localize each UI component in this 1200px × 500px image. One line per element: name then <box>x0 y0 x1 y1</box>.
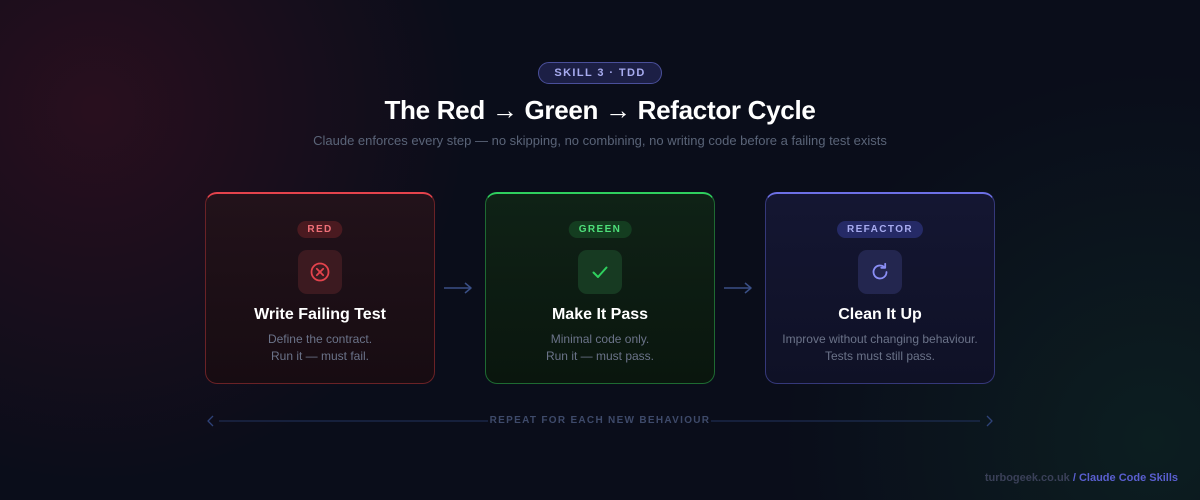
card-refactor-description: Improve without changing behaviour. Test… <box>766 331 994 365</box>
page-title: The Red → Green → Refactor Cycle <box>384 95 816 125</box>
card-refactor-desc-line: Tests must still pass. <box>824 349 936 363</box>
footer-credit: turbogeek.co.uk / Claude Code Skills <box>985 472 1178 484</box>
card-refactor: REFACTOR Clean It Up Improve without cha… <box>765 192 995 384</box>
card-green-description: Minimal code only. Run it — must pass. <box>486 331 714 365</box>
card-red-title: Write Failing Test <box>254 306 386 323</box>
card-green-tag: GREEN <box>568 221 632 238</box>
footer-section-link[interactable]: Claude Code Skills <box>1078 472 1178 484</box>
refresh-icon <box>872 262 888 280</box>
arrow-right-icon <box>724 282 752 294</box>
card-red-tag: RED <box>297 221 343 238</box>
card-refactor-title: Clean It Up <box>838 306 922 323</box>
check-icon <box>592 266 608 278</box>
card-red-desc-line: Define the contract. <box>267 332 373 346</box>
card-green-desc-line: Minimal code only. <box>550 332 650 346</box>
arrow-right-icon <box>444 282 472 294</box>
card-refactor-tag: REFACTOR <box>836 221 924 238</box>
card-red: RED Write Failing Test Define the contra… <box>205 192 435 384</box>
card-refactor-desc-line: Improve without changing behaviour. <box>782 332 978 346</box>
footer-separator: / <box>1069 472 1079 484</box>
repeat-cycle-indicator: REPEAT FOR EACH NEW BEHAVIOUR <box>205 413 995 429</box>
page-subtitle: Claude enforces every step — no skipping… <box>313 133 887 148</box>
card-green-desc-line: Run it — must pass. <box>545 349 655 363</box>
footer-site-link[interactable]: turbogeek.co.uk <box>984 472 1070 484</box>
repeat-line <box>207 415 993 427</box>
card-green: GREEN Make It Pass Minimal code only. Ru… <box>485 192 715 384</box>
card-red-desc-line: Run it — must fail. <box>270 349 370 363</box>
skill-badge: SKILL 3 · TDD <box>538 62 662 84</box>
card-green-icon-box <box>578 250 622 294</box>
card-red-description: Define the contract. Run it — must fail. <box>206 331 434 365</box>
x-circle-icon <box>310 262 330 282</box>
card-red-icon-box <box>298 250 342 294</box>
card-green-title: Make It Pass <box>551 306 649 323</box>
card-refactor-icon-box <box>858 250 902 294</box>
repeat-label: REPEAT FOR EACH NEW BEHAVIOUR <box>489 415 711 426</box>
